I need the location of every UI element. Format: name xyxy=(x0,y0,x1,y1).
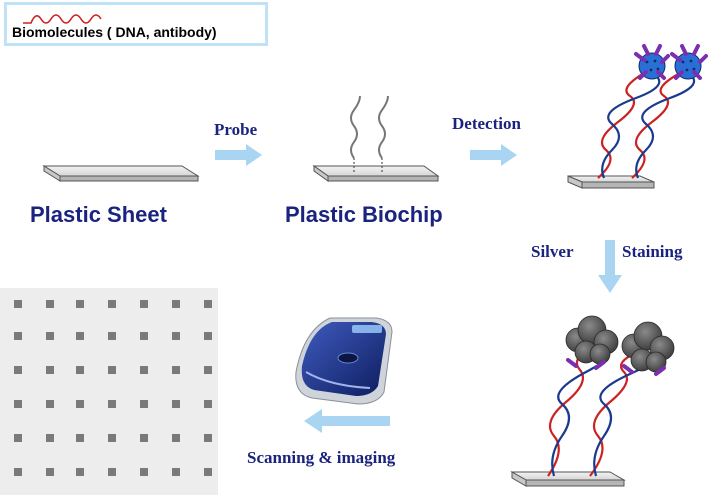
scanner-icon xyxy=(295,317,393,405)
scan-spot xyxy=(14,300,22,308)
scanned-image-panel xyxy=(0,288,218,495)
probe-arrow xyxy=(215,144,262,166)
scanned-spots xyxy=(14,300,212,476)
scan-spot xyxy=(204,300,212,308)
scan-spot xyxy=(108,400,116,408)
squiggle-icon xyxy=(23,14,102,24)
silver-label: Silver xyxy=(531,242,574,261)
scan-spot xyxy=(76,366,84,374)
scan-spot xyxy=(108,332,116,340)
scan-spot xyxy=(204,366,212,374)
scanning-label: Scanning & imaging xyxy=(247,448,396,467)
scan-spot xyxy=(46,434,54,442)
scan-spot xyxy=(14,468,22,476)
scan-spot xyxy=(14,400,22,408)
staining-label: Staining xyxy=(622,242,683,261)
scan-spot xyxy=(172,366,180,374)
legend-box xyxy=(4,2,268,46)
scan-spot xyxy=(76,434,84,442)
scan-spot xyxy=(140,300,148,308)
plastic-sheet-icon xyxy=(42,165,200,182)
scan-spot xyxy=(14,434,22,442)
scan-spot xyxy=(46,468,54,476)
scan-spot xyxy=(204,468,212,476)
scan-spot xyxy=(140,400,148,408)
detection-label: Detection xyxy=(452,114,521,133)
scan-spot xyxy=(76,400,84,408)
scan-spot xyxy=(14,332,22,340)
scan-spot xyxy=(76,300,84,308)
scan-spot xyxy=(172,400,180,408)
scanning-arrow xyxy=(304,409,390,433)
probe-label: Probe xyxy=(214,120,258,139)
scan-spot xyxy=(76,468,84,476)
scan-spot xyxy=(46,366,54,374)
scan-spot xyxy=(204,332,212,340)
scan-spot xyxy=(204,400,212,408)
scan-spot xyxy=(46,400,54,408)
detection-arrow xyxy=(470,144,517,166)
scan-spot xyxy=(108,468,116,476)
scan-spot xyxy=(204,434,212,442)
scan-spot xyxy=(172,300,180,308)
plastic-biochip-label: Plastic Biochip xyxy=(285,202,443,227)
scan-spot xyxy=(46,300,54,308)
scan-spot xyxy=(140,366,148,374)
silver-staining-arrow xyxy=(598,240,622,293)
stained-chip-icon xyxy=(510,315,675,487)
detection-chip-icon xyxy=(567,44,708,189)
scan-spot xyxy=(140,434,148,442)
scan-spot xyxy=(108,366,116,374)
scan-spot xyxy=(108,300,116,308)
plastic-biochip-icon xyxy=(312,95,440,182)
scan-spot xyxy=(14,366,22,374)
scan-spot xyxy=(140,468,148,476)
scan-spot xyxy=(76,332,84,340)
scan-spot xyxy=(140,332,148,340)
legend-label: Biomolecules ( DNA, antibody) xyxy=(12,24,217,40)
scan-spot xyxy=(46,332,54,340)
scan-spot xyxy=(108,434,116,442)
scan-spot xyxy=(172,468,180,476)
plastic-sheet-label: Plastic Sheet xyxy=(30,202,167,227)
scan-spot xyxy=(172,332,180,340)
scan-spot xyxy=(172,434,180,442)
